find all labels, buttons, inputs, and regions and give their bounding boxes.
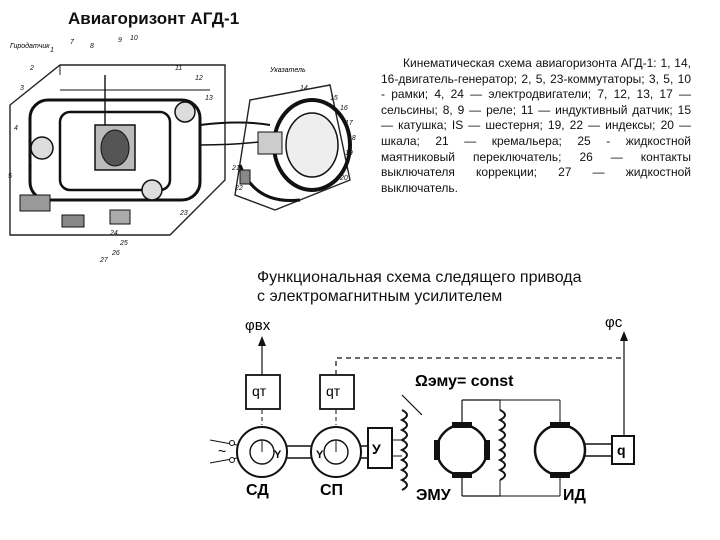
- callout-number: 7: [70, 39, 75, 46]
- callout-number: 20: [339, 175, 348, 182]
- gyro-motor-1: [174, 101, 196, 123]
- callout-number: 3: [20, 85, 24, 92]
- callout-number: 8: [90, 43, 94, 50]
- gyro-motor-2: [30, 136, 54, 160]
- functional-title-line2: с электромагнитным усилителем: [257, 288, 503, 305]
- sd-label: СД: [246, 482, 269, 499]
- y-label-sd: Y: [274, 449, 282, 461]
- callout-number: 4: [14, 125, 18, 132]
- amplifier-box: [367, 427, 393, 469]
- callout-number: 5: [8, 173, 12, 180]
- callout-number: 16: [340, 105, 348, 112]
- inner-frame: [58, 110, 172, 192]
- gyro-motor-3: [141, 179, 163, 201]
- callout-number: 13: [205, 95, 213, 102]
- label-gyro: Гиродатчик: [10, 42, 50, 50]
- callout-number: 18: [348, 135, 356, 142]
- callout-number: 19: [345, 150, 353, 157]
- callout-number: 27: [99, 257, 109, 264]
- callout-number: 6: [28, 165, 32, 172]
- functional-diagram: φвх φс qт qт Y Y ~ У Ωэму= const: [209, 314, 635, 504]
- callout-number: 25: [119, 240, 128, 247]
- emu-output-winding: [497, 409, 506, 481]
- callout-number: 17: [345, 120, 354, 127]
- callout-number: 2: [29, 65, 34, 72]
- id-label: ИД: [563, 487, 587, 504]
- functional-title-line1: Функциональная схема следящего привода: [257, 269, 582, 286]
- emu-label: ЭМУ: [416, 487, 452, 504]
- callout-number: 11: [175, 65, 182, 72]
- load-box: [611, 435, 635, 465]
- functional-title: Функциональная схема следящего привода с…: [257, 268, 582, 306]
- qt-label-sd: qт: [252, 383, 267, 399]
- y-label-sp: Y: [316, 449, 324, 461]
- q-label: q: [617, 442, 626, 458]
- callout-number: 21: [231, 165, 240, 172]
- callout-number: 23: [179, 210, 188, 217]
- callout-number: 1: [50, 47, 54, 54]
- callout-number: 12: [195, 75, 203, 82]
- sp-label: СП: [320, 482, 343, 499]
- qt-box-sp: [319, 374, 355, 410]
- id-motor: [533, 423, 587, 477]
- emu-control-winding: [399, 409, 408, 491]
- feedback-line: [335, 357, 624, 375]
- callout-number: 15: [330, 95, 338, 102]
- callout-number: 24: [109, 230, 118, 237]
- callout-number: 9: [118, 37, 122, 44]
- indicator-body: [234, 84, 351, 211]
- amplifier-label: У: [372, 441, 381, 457]
- phi-out-label: φс: [605, 314, 623, 331]
- phi-in-label: φвх: [245, 317, 271, 334]
- qt-box-sd: [245, 374, 281, 410]
- callout-number: 14: [300, 85, 308, 92]
- callout-number: 22: [234, 185, 243, 192]
- omega-label: Ωэму= const: [415, 373, 514, 390]
- emu-machine: [435, 423, 489, 477]
- qt-label-sp: qт: [326, 383, 341, 399]
- callout-number: 26: [111, 250, 120, 257]
- callout-number: 10: [130, 35, 138, 42]
- ac-tilde: ~: [218, 443, 226, 459]
- outer-frame: [28, 98, 202, 202]
- page-title: Авиагоризонт АГД-1: [68, 9, 240, 28]
- label-indicator: Указатель: [269, 67, 306, 74]
- kinematic-caption: Кинематическая схема авиагоризонта АГД-1…: [381, 56, 691, 195]
